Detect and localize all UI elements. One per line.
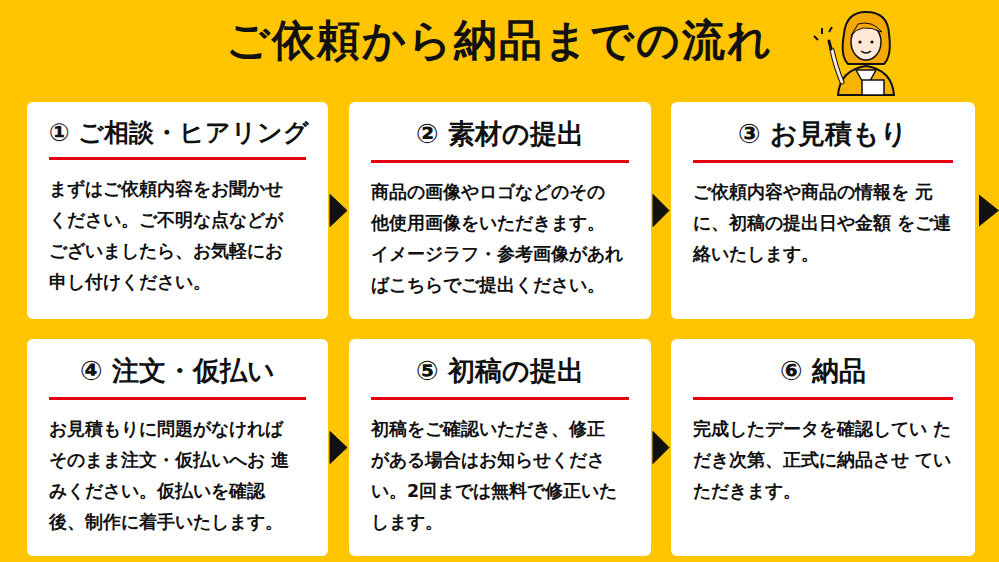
step-description: 初稿をご確認いただき、修正 がある場合はお知らせくださ い。2回までは無料で修正… (371, 414, 629, 538)
flow-arrow (330, 195, 347, 227)
step-description: お見積もりに問題がなければ そのまま注文・仮払いへお 進みください。仮払いを確認… (49, 414, 306, 538)
step-box: ⑤ 初稿の提出初稿をご確認いただき、修正 がある場合はお知らせくださ い。2回ま… (349, 339, 651, 556)
flow-arrow (653, 432, 669, 464)
step-description: 完成したデータを確認してい ただき次第、正式に納品させ ていただきます。 (693, 414, 953, 507)
woman-illustration (814, 12, 894, 95)
step-heading: ③ お見積もり (693, 116, 953, 163)
page-title: ご依頼から納品までの流れ (0, 12, 999, 70)
step-heading: ① ご相談・ヒアリング (49, 116, 306, 160)
flow-arrow (330, 432, 347, 464)
step-heading: ⑤ 初稿の提出 (371, 353, 629, 400)
flow-arrow (653, 195, 669, 227)
step-heading: ② 素材の提出 (371, 116, 629, 163)
step-heading: ⑥ 納品 (693, 353, 953, 400)
step-box: ⑥ 納品完成したデータを確認してい ただき次第、正式に納品させ ていただきます。 (671, 339, 975, 556)
step-heading: ④ 注文・仮払い (49, 353, 306, 400)
step-box: ① ご相談・ヒアリングまずはご依頼内容をお聞かせ ください。ご不明な点などが ご… (27, 102, 328, 319)
off-edge-arrow (979, 195, 999, 227)
step-description: まずはご依頼内容をお聞かせ ください。ご不明な点などが ございましたら、お気軽に… (49, 174, 306, 298)
step-box: ④ 注文・仮払いお見積もりに問題がなければ そのまま注文・仮払いへお 進みくださ… (27, 339, 328, 556)
step-box: ② 素材の提出商品の画像やロゴなどのその 他使用画像をいただきます。 イメージラ… (349, 102, 651, 319)
step-box: ③ お見積もりご依頼内容や商品の情報を 元に、初稿の提出日や金額 をご連絡いたし… (671, 102, 975, 319)
step-description: 商品の画像やロゴなどのその 他使用画像をいただきます。 イメージラフ・参考画像が… (371, 177, 629, 301)
step-description: ご依頼内容や商品の情報を 元に、初稿の提出日や金額 をご連絡いたします。 (693, 177, 953, 270)
